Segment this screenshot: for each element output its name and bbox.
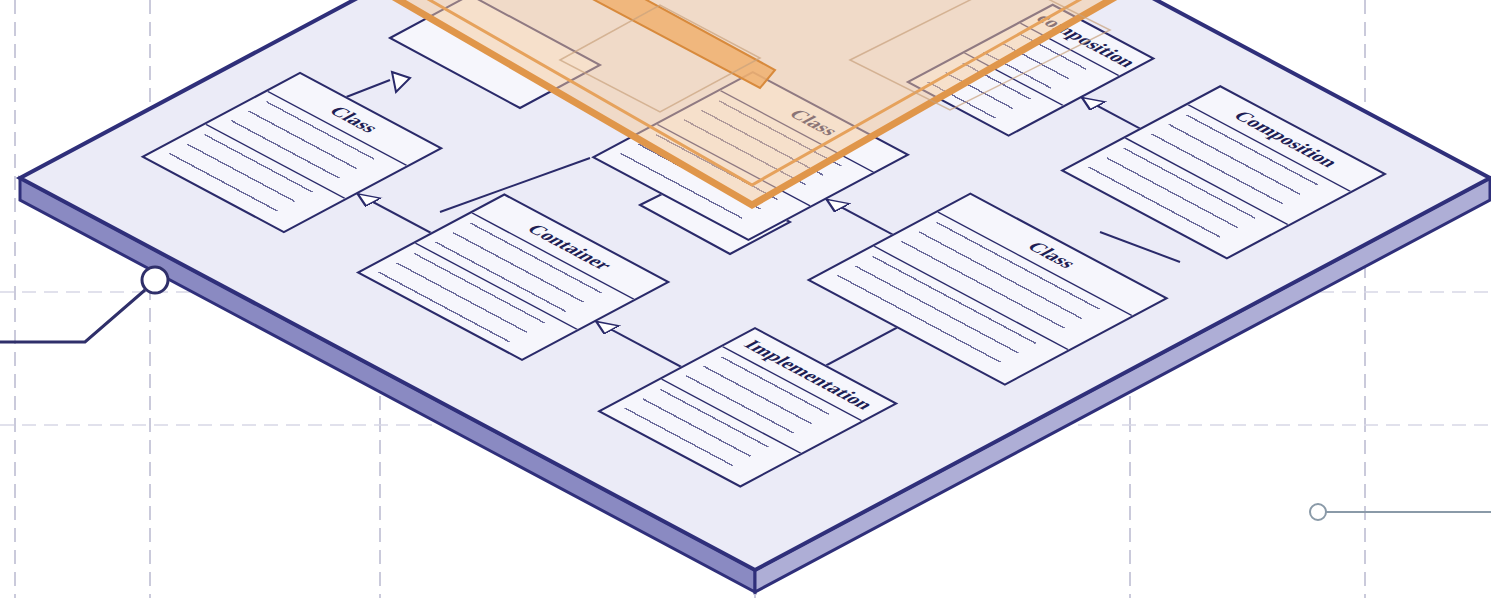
class-box: Class: [141, 72, 444, 234]
inheritance-arrow: [596, 321, 681, 366]
association-line: [827, 328, 897, 365]
class-box: Class: [806, 193, 1168, 386]
inheritance-arrow: [1082, 98, 1139, 129]
inheritance-arrow: [358, 194, 431, 233]
inheritance-arrow: [827, 199, 892, 234]
